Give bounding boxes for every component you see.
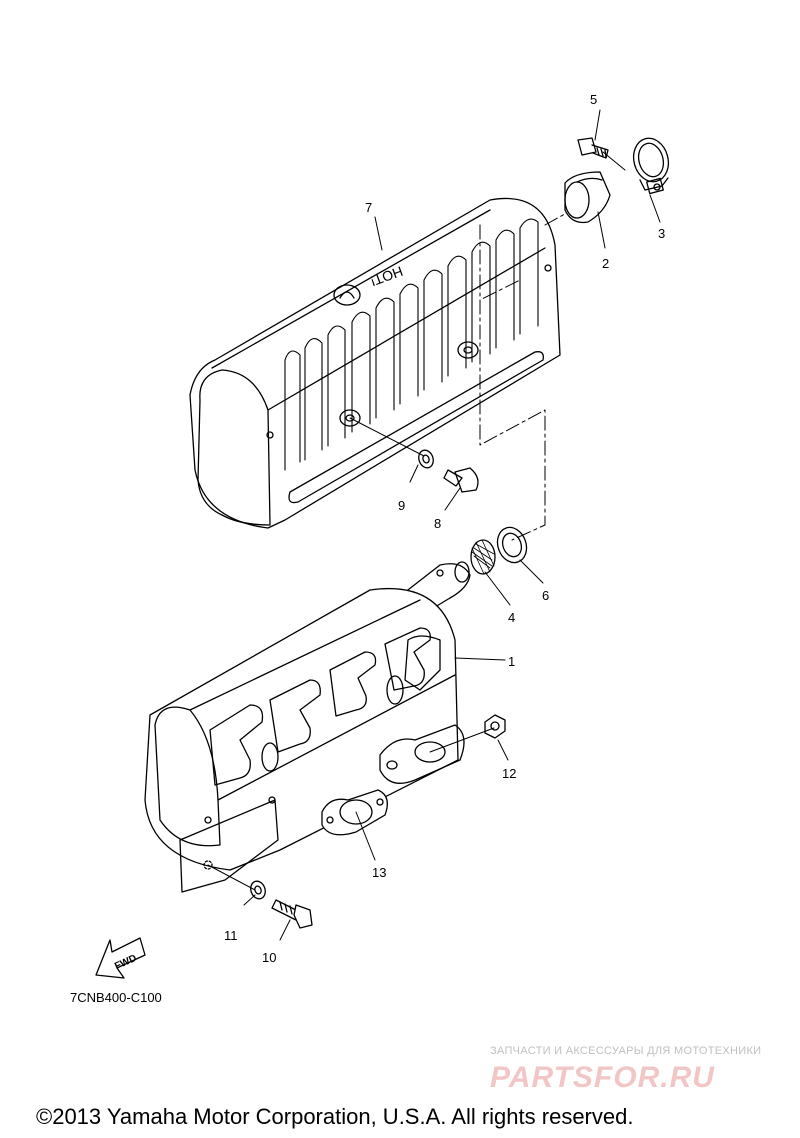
- callout-6: 6: [542, 588, 549, 603]
- callout-7: 7: [365, 200, 372, 215]
- watermark-logo: PARTSFOR.RU: [490, 1061, 715, 1094]
- bolt-part-5: [577, 137, 609, 159]
- callout-12: 12: [502, 766, 516, 781]
- washer-part-11: [250, 880, 266, 900]
- bolt-part-10: [271, 899, 313, 929]
- watermark-tagline: ЗАПЧАСТИ И АКСЕССУАРЫ ДЛЯ МОТОТЕХНИКИ: [490, 1045, 762, 1057]
- callout-11: 11: [224, 928, 238, 943]
- clamp-part-3: [632, 137, 670, 195]
- callout-1: 1: [508, 654, 515, 669]
- diagram-code: 7CNB400-C100: [70, 990, 162, 1005]
- washer-part-9: [418, 449, 434, 469]
- screen-part-4: [470, 539, 496, 575]
- callout-9: 9: [398, 498, 405, 513]
- exhaust-gasket-part-13: [321, 789, 388, 836]
- callout-10: 10: [262, 950, 276, 965]
- pipe-end-part-2: [564, 171, 611, 224]
- callout-2: 2: [602, 256, 609, 271]
- muffler-part-1: [144, 561, 471, 893]
- gasket-part-6: [496, 526, 528, 564]
- copyright-notice: ©2013 Yamaha Motor Corporation, U.S.A. A…: [36, 1104, 634, 1129]
- heat-shield-part-7: HOT!: [189, 197, 561, 529]
- callout-3: 3: [658, 226, 665, 241]
- callout-13: 13: [372, 865, 386, 880]
- bolt-part-8: [443, 467, 479, 493]
- forward-direction-arrow: FWD: [95, 937, 146, 979]
- callout-4: 4: [508, 610, 515, 625]
- leader-lines: [207, 109, 661, 941]
- nut-part-12: [484, 714, 506, 739]
- callout-5: 5: [590, 92, 597, 107]
- callout-8: 8: [434, 516, 441, 531]
